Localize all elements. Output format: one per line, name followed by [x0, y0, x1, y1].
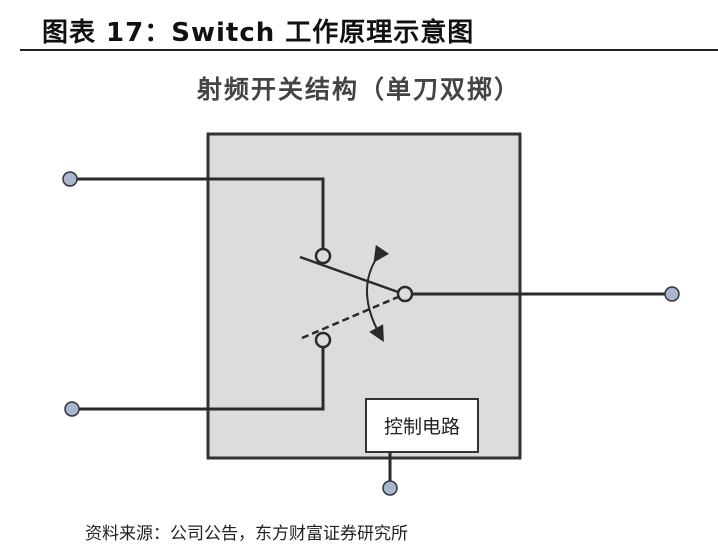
output-terminal	[664, 286, 680, 302]
input-wire-1	[70, 177, 325, 249]
control-circuit-label: 控制电路	[383, 416, 460, 438]
pivot-contact	[396, 285, 414, 303]
control-circuit-box	[365, 398, 479, 453]
source-note: 资料来源：公司公告，东方财富证券研究所	[85, 524, 408, 544]
contact-2	[314, 331, 332, 349]
input-wire-2	[72, 346, 325, 411]
input-terminal-2	[64, 401, 80, 417]
switch-motion-arrow-icon	[366, 244, 390, 342]
diagram-subtitle: 射频开关结构（单刀双掷）	[196, 75, 521, 104]
control-terminal	[382, 480, 398, 496]
input-terminal-1	[62, 171, 78, 187]
switch-blade-open	[301, 295, 399, 340]
figure-title: 图表 17：Switch 工作原理示意图	[42, 18, 475, 48]
contact-1	[314, 247, 332, 265]
title-divider	[20, 49, 718, 51]
